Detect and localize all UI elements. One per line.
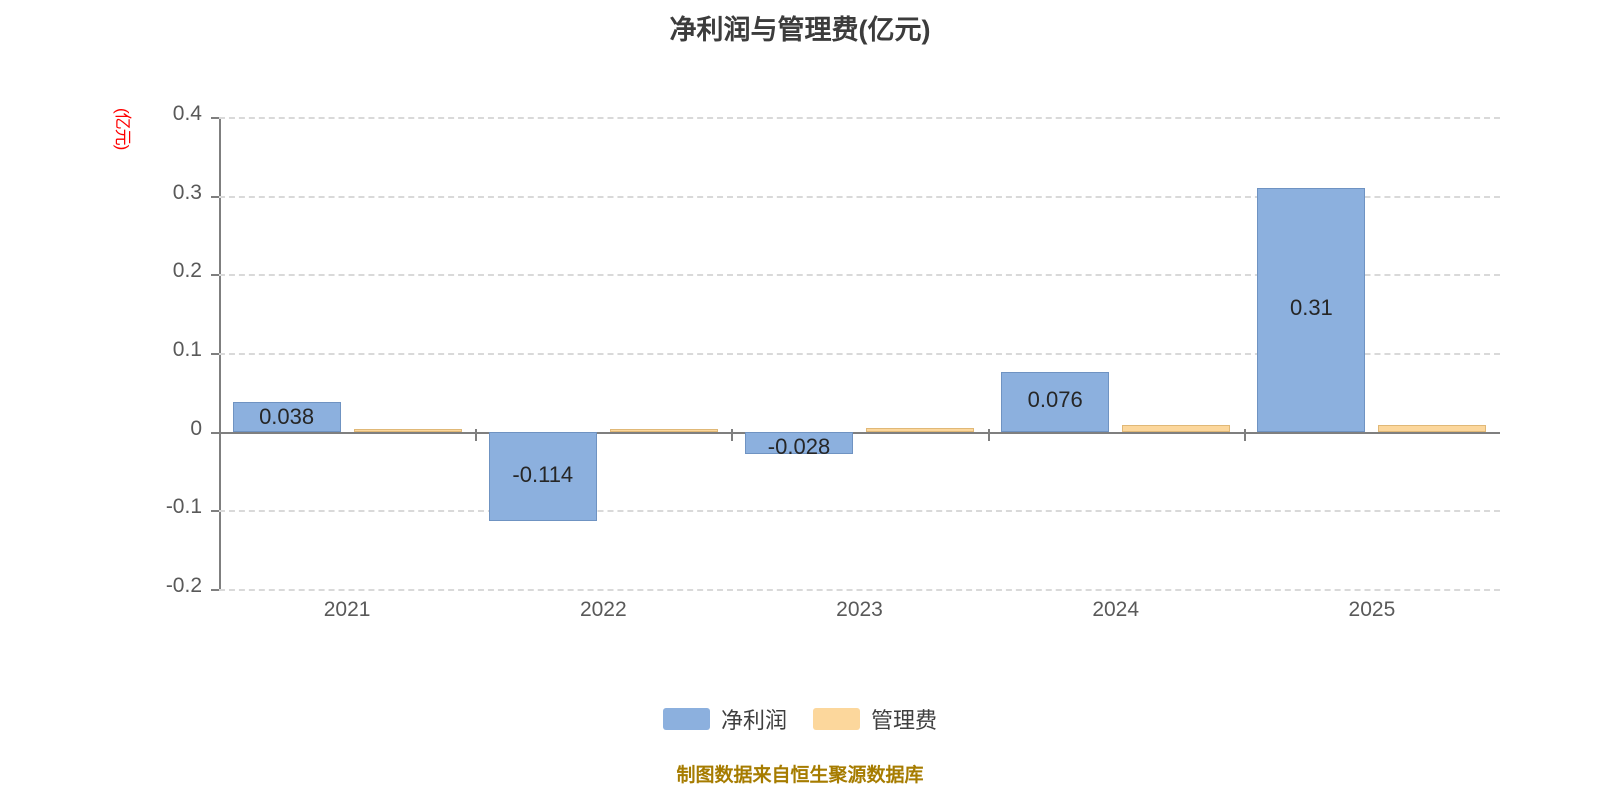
y-axis-tick-label: 0.1 bbox=[172, 338, 202, 361]
bar-profit-2022[interactable] bbox=[488, 431, 597, 522]
gridline-0.2 bbox=[219, 274, 1500, 277]
y-axis-tick-label: 0.3 bbox=[172, 180, 202, 204]
legend-swatch-icon bbox=[813, 708, 860, 730]
gridline--0.2 bbox=[219, 589, 1500, 591]
bar-expense-2024[interactable] bbox=[1122, 425, 1231, 432]
bar-profit-2025[interactable] bbox=[1257, 187, 1366, 432]
y-axis-tick-label: 0 bbox=[190, 416, 202, 440]
bar-value-label: 0.31 bbox=[1289, 294, 1333, 320]
bar-value-label: 0.076 bbox=[1027, 386, 1083, 412]
y-axis-tick-label: 0.2 bbox=[172, 259, 202, 283]
x-tick bbox=[731, 429, 734, 441]
gridline-0.1 bbox=[219, 353, 1500, 355]
gridlines bbox=[219, 117, 1500, 591]
legend-item-profit[interactable]: 净利润 bbox=[662, 703, 787, 735]
legend-item-expense[interactable]: 管理费 bbox=[813, 703, 937, 735]
chart-legend: 净利润 管理费 bbox=[0, 703, 1600, 735]
gridline-0.3 bbox=[219, 195, 1500, 198]
bar-value-label: 0.038 bbox=[259, 403, 315, 429]
y-axis-tick-label: -0.1 bbox=[165, 495, 202, 519]
y-tick bbox=[211, 353, 219, 355]
x-axis-tick-label: 2021 bbox=[323, 598, 371, 621]
y-tick bbox=[211, 274, 219, 277]
legend-swatch-icon bbox=[662, 708, 710, 730]
x-axis-tick-label: 2023 bbox=[836, 598, 883, 621]
bar-profit-2023[interactable] bbox=[745, 431, 853, 454]
gridline-0 bbox=[219, 431, 1500, 434]
x-tick bbox=[987, 429, 990, 441]
bar-expense-2025[interactable] bbox=[1378, 424, 1487, 432]
y-tick bbox=[211, 589, 219, 591]
y-tick bbox=[211, 510, 219, 513]
y-axis-tick-label: -0.2 bbox=[165, 574, 202, 597]
y-tick bbox=[211, 117, 219, 119]
bar-value-label: -0.028 bbox=[767, 433, 831, 459]
x-axis-tick-label: 2022 bbox=[579, 598, 627, 621]
chart-title: 净利润与管理费(亿元) bbox=[669, 15, 931, 45]
bar-expense-2023[interactable] bbox=[866, 427, 974, 432]
x-tick bbox=[219, 429, 221, 441]
bar-value-label: -0.114 bbox=[512, 461, 574, 487]
x-axis-tick-label: 2024 bbox=[1092, 598, 1140, 621]
y-tick bbox=[211, 195, 219, 198]
gridline-0.4 bbox=[219, 117, 1500, 119]
bar-profit-2021[interactable] bbox=[232, 401, 341, 432]
bar-expense-2022[interactable] bbox=[609, 428, 718, 432]
x-tick bbox=[475, 429, 478, 441]
bar-profit-2024[interactable] bbox=[1001, 371, 1110, 432]
x-axis-tick-label: 2025 bbox=[1348, 598, 1396, 621]
y-axis-tick-label: 0.4 bbox=[172, 102, 202, 125]
y-tick bbox=[211, 431, 219, 434]
gridline--0.1 bbox=[219, 510, 1500, 513]
x-tick bbox=[1243, 429, 1246, 441]
footer-note: 制图数据来自恒生聚源数据库 bbox=[676, 765, 924, 786]
legend-label: 管理费 bbox=[871, 708, 938, 733]
bar-expense-2021[interactable] bbox=[353, 428, 462, 432]
legend-label: 净利润 bbox=[720, 708, 787, 733]
